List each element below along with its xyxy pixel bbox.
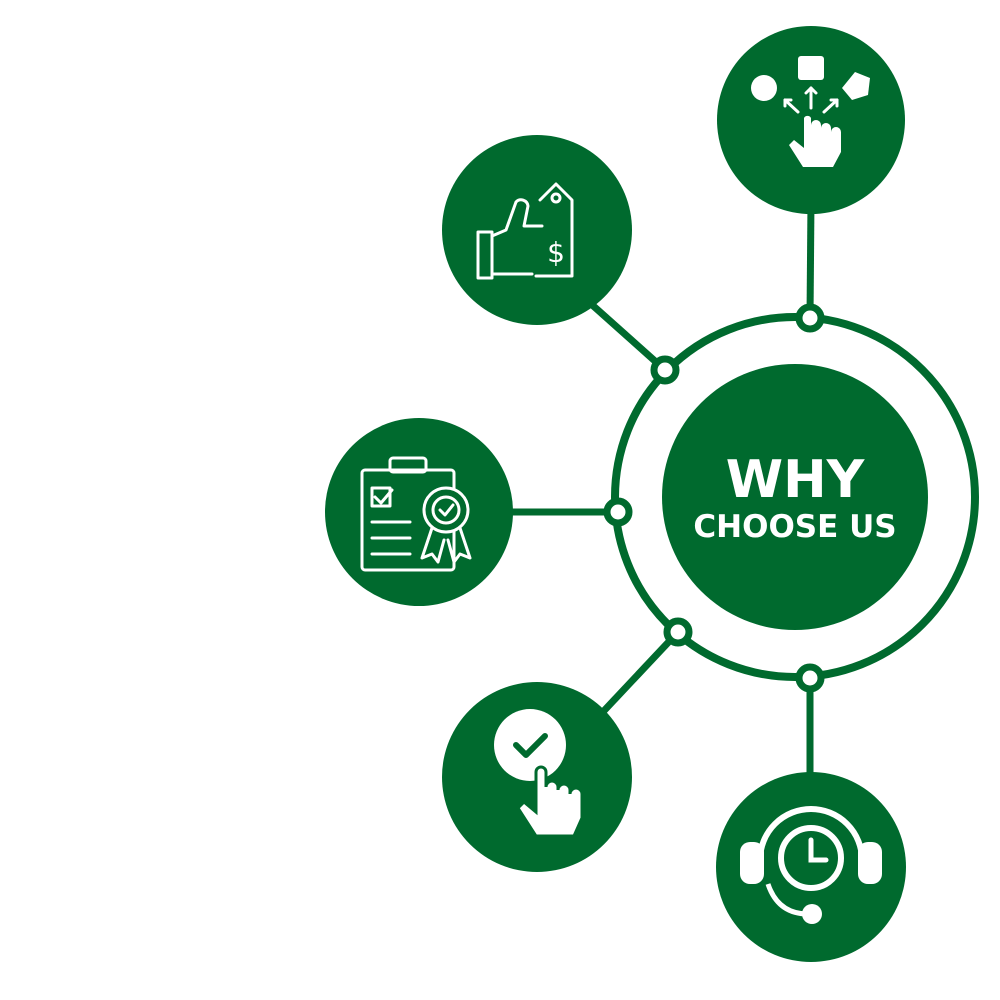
center-circle — [662, 364, 928, 630]
shapes-selection-hand-icon — [751, 56, 870, 167]
ring-node — [603, 497, 633, 527]
ring-node — [795, 663, 825, 693]
ring-node — [650, 355, 680, 385]
svg-text:$: $ — [547, 236, 565, 269]
node-easy-process[interactable] — [442, 682, 632, 872]
clipboard-certificate-icon — [360, 456, 472, 572]
support-headset-clock-icon — [740, 806, 882, 924]
ring-node — [795, 303, 825, 333]
connector-lower-left — [597, 629, 681, 718]
center-title: WHY — [726, 450, 866, 510]
node-certified[interactable] — [325, 418, 513, 606]
connectors — [505, 199, 815, 780]
center-subtitle: CHOOSE US — [693, 509, 896, 545]
node-pricing[interactable]: $ — [442, 135, 632, 325]
connector-upper-left — [587, 300, 668, 373]
ring-node — [663, 617, 693, 647]
ring-nodes — [603, 303, 825, 693]
outer-ring — [611, 313, 979, 681]
connector-top — [806, 199, 815, 319]
thumbs-up-price-tag-icon: $ — [476, 182, 574, 280]
node-support[interactable] — [716, 772, 906, 962]
check-click-hand-icon — [494, 709, 584, 838]
node-options[interactable] — [717, 26, 905, 214]
